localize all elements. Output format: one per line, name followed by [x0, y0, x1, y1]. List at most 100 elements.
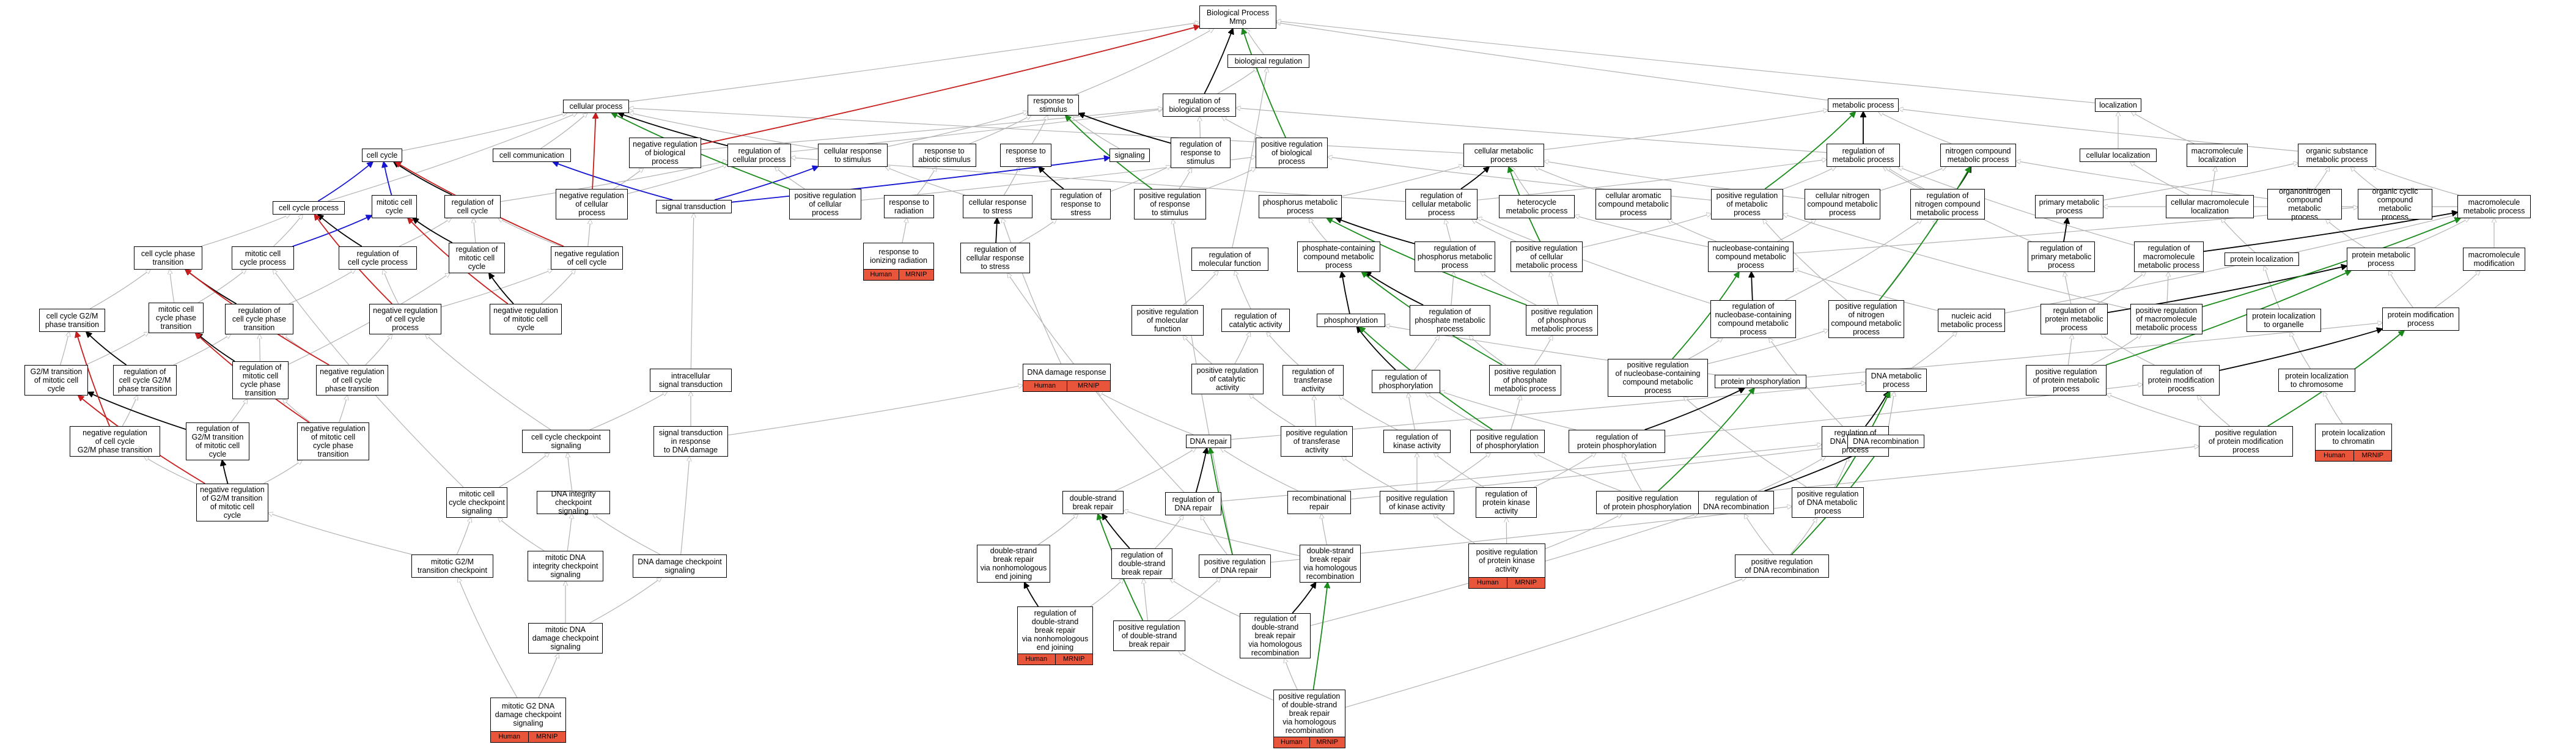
go-term-regulation-of-protein-modification-process[interactable]: regulation of protein modification proce… [2143, 365, 2220, 396]
go-term-protein-localization-to-organelle[interactable]: protein localization to organelle [2247, 309, 2321, 332]
go-term-regulation-of-nitrogen-compound-metabolic-process[interactable]: regulation of nitrogen compound metaboli… [1910, 189, 1985, 219]
go-term-regulation-of-catalytic-activity[interactable]: regulation of catalytic activity [1221, 309, 1290, 332]
go-term-neg-reg-of-cell-cycle-g2m-phase-transition[interactable]: negative regulation of cell cycle G2/M p… [70, 426, 160, 457]
go-term-mitotic-g2-dna-damage-checkpoint-signaling[interactable]: mitotic G2 DNA damage checkpoint signali… [490, 698, 566, 743]
go-term-regulation-of-kinase-activity[interactable]: regulation of kinase activity [1383, 430, 1451, 453]
go-term-protein-metabolic-process[interactable]: protein metabolic process [2347, 248, 2415, 271]
go-term-neg-reg-cell-cycle-phase-transition[interactable]: negative regulation of cell cycle phase … [316, 365, 388, 396]
go-term-regulation-of-g2m-transition-of-mitotic-cell-cycle[interactable]: regulation of G2/M transition of mitotic… [186, 422, 249, 460]
go-term-g2-transition-of-mitotic-cell-cycle[interactable]: G2/M transition of mitotic cell cycle [24, 365, 88, 396]
go-term-nucleic-acid-metabolic-process[interactable]: nucleic acid metabolic process [1938, 309, 2005, 332]
go-term-pos-reg-kinase-activity[interactable]: positive regulation of kinase activity [1380, 491, 1454, 514]
go-term-protein-modification-process[interactable]: protein modification process [2382, 308, 2459, 331]
go-term-pos-reg-dna-repair[interactable]: positive regulation of DNA repair [1199, 554, 1271, 578]
go-term-primary-metabolic-process[interactable]: primary metabolic process [2035, 195, 2103, 218]
go-term-pos-reg-dna-recombination[interactable]: positive regulation of DNA recombination [1735, 554, 1829, 578]
go-term-dsb-repair-via-hr[interactable]: double-strand break repair via homologou… [1300, 545, 1361, 583]
go-term-regulation-of-phosphorus-metabolic-process[interactable]: regulation of phosphorus metabolic proce… [1415, 241, 1495, 272]
go-term-cell-communication[interactable]: cell communication [493, 149, 571, 162]
go-term-regulation-of-cellular-process[interactable]: regulation of cellular process [727, 144, 791, 167]
go-term-regulation-of-double-strand-break-repair[interactable]: regulation of double-strand break repair [1111, 548, 1172, 579]
go-term-cell-cycle-phase-transition[interactable]: cell cycle phase transition [134, 246, 202, 270]
go-term-regulation-of-cell-cycle-g2m-phase-transition[interactable]: regulation of cell cycle G2/M phase tran… [113, 365, 177, 396]
go-term-organic-cyclic-compound-metabolic-process[interactable]: organic cyclic compound metabolic proces… [2358, 187, 2432, 221]
go-term-cellular-process[interactable]: cellular process [563, 100, 629, 113]
go-term-regulation-of-dna-repair[interactable]: regulation of DNA repair [1165, 492, 1221, 515]
go-term-cell-cycle-checkpoint-signaling[interactable]: cell cycle checkpoint signaling [522, 430, 610, 453]
go-term-neg-reg-cellular-process[interactable]: negative regulation of cellular process [556, 189, 628, 219]
go-term-regulation-of-cellular-response-to-stress[interactable]: regulation of cellular response to stres… [960, 243, 1030, 273]
go-term-mitotic-g2m-transition-checkpoint[interactable]: mitotic G2/M transition checkpoint [411, 554, 493, 578]
go-term-signaling[interactable]: signaling [1110, 149, 1150, 162]
go-term-dna-repair[interactable]: DNA repair [1186, 435, 1231, 448]
go-term-cellular-response-to-stress[interactable]: cellular response to stress [963, 195, 1032, 218]
go-term-pos-reg-response-to-stimulus[interactable]: positive regulation of response to stimu… [1134, 189, 1206, 219]
go-term-regulation-of-cell-cycle-phase-transition[interactable]: regulation of cell cycle phase transitio… [225, 304, 293, 334]
go-term-mitotic-cell-cycle[interactable]: mitotic cell cycle [372, 195, 417, 218]
go-term-regulation-of-cellular-metabolic-process[interactable]: regulation of cellular metabolic process [1405, 189, 1478, 219]
go-term-pos-reg-protein-metabolic-process[interactable]: positive regulation of protein metabolic… [2026, 365, 2107, 396]
go-term-pos-reg-biological-process[interactable]: positive regulation of biological proces… [1256, 138, 1328, 168]
go-term-protein-localization[interactable]: protein localization [2225, 252, 2299, 266]
go-term-pos-reg-cellular-metabolic-process[interactable]: positive regulation of cellular metaboli… [1511, 241, 1583, 272]
go-term-macromolecule-modification[interactable]: macromolecule modification [2463, 248, 2525, 271]
go-term-regulation-of-molecular-function[interactable]: regulation of molecular function [1191, 248, 1268, 271]
go-term-response-to-abiotic-stimulus[interactable]: response to abiotic stimulus [913, 144, 976, 167]
go-term-pos-reg-protein-kinase-activity[interactable]: positive regulation of protein kinase ac… [1468, 543, 1545, 589]
go-term-regulation-of-cell-cycle[interactable]: regulation of cell cycle [444, 195, 501, 218]
go-term-pos-reg-catalytic-activity[interactable]: positive regulation of catalytic activit… [1191, 364, 1264, 394]
go-term-mitotic-cell-cycle-process[interactable]: mitotic cell cycle process [232, 246, 294, 270]
go-term-nitrogen-compound-metabolic-process[interactable]: nitrogen compound metabolic process [1940, 144, 2016, 167]
go-term-recombinational-repair[interactable]: recombinational repair [1287, 491, 1351, 514]
go-term-regulation-of-phosphate-metabolic-process[interactable]: regulation of phosphate metabolic proces… [1410, 305, 1490, 336]
go-term-biological-process[interactable]: Biological Process Mmp [1199, 6, 1276, 29]
go-term-dsb-repair-via-nhej[interactable]: double-strand break repair via nonhomolo… [977, 545, 1050, 583]
go-term-dna-recombination[interactable]: DNA recombination [1847, 435, 1924, 448]
go-term-pos-reg-protein-phosphorylation[interactable]: positive regulation of protein phosphory… [1596, 491, 1699, 514]
go-term-neg-reg-mitotic-cell-cycle[interactable]: negative regulation of mitotic cell cycl… [490, 304, 562, 334]
go-term-regulation-of-dsb-repair-via-hr[interactable]: regulation of double-strand break repair… [1240, 613, 1311, 658]
go-term-regulation-of-mitotic-cell-cycle[interactable]: regulation of mitotic cell cycle [449, 243, 505, 273]
go-term-neg-reg-cell-cycle-process[interactable]: negative regulation of cell cycle proces… [369, 304, 441, 334]
go-term-cellular-metabolic-process[interactable]: cellular metabolic process [1463, 144, 1544, 167]
go-term-regulation-of-biological-process[interactable]: regulation of biological process [1163, 94, 1236, 117]
go-term-double-strand-break-repair[interactable]: double-strand break repair [1062, 491, 1124, 514]
go-term-regulation-of-primary-metabolic-process[interactable]: regulation of primary metabolic process [2028, 241, 2095, 272]
go-term-regulation-of-protein-kinase-activity[interactable]: regulation of protein kinase activity [1476, 487, 1537, 518]
go-term-cell-cycle-process[interactable]: cell cycle process [273, 201, 345, 215]
go-term-cellular-aromatic-compound-metabolic-process[interactable]: cellular aromatic compound metabolic pro… [1595, 189, 1671, 219]
go-term-signal-transduction[interactable]: signal transduction [656, 200, 732, 213]
go-term-response-to-stress[interactable]: response to stress [1000, 144, 1051, 167]
go-term-pos-reg-cellular-process[interactable]: positive regulation of cellular process [789, 189, 861, 219]
go-term-cellular-nitrogen-compound-metabolic-process[interactable]: cellular nitrogen compound metabolic pro… [1805, 189, 1880, 219]
go-term-regulation-of-nucleobase-containing-compound-metabolic-process[interactable]: regulation of nucleobase-containing comp… [1710, 300, 1796, 338]
go-term-cell-cycle[interactable]: cell cycle [362, 149, 402, 162]
go-term-macromolecule-metabolic-process[interactable]: macromolecule metabolic process [2457, 195, 2531, 218]
go-term-regulation-of-metabolic-process[interactable]: regulation of metabolic process [1827, 144, 1900, 167]
go-term-protein-localization-to-chromosome[interactable]: protein localization to chromosome [2278, 369, 2355, 392]
go-term-pos-reg-nucleobase-containing-compound-metabolic-process[interactable]: positive regulation of nucleobase-contai… [1608, 359, 1708, 397]
go-term-cellular-localization[interactable]: cellular localization [2080, 149, 2157, 162]
go-term-regulation-of-dna-recombination[interactable]: regulation of DNA recombination [1698, 491, 1774, 514]
go-term-dna-metabolic-process[interactable]: DNA metabolic process [1866, 369, 1927, 392]
go-term-pos-reg-phosphorylation[interactable]: positive regulation of phosphorylation [1470, 430, 1545, 453]
go-term-cellular-response-to-stimulus[interactable]: cellular response to stimulus [818, 144, 888, 167]
go-term-dna-damage-checkpoint-signaling[interactable]: DNA damage checkpoint signaling [633, 554, 727, 578]
go-term-pos-reg-protein-modification-process[interactable]: positive regulation of protein modificat… [2199, 426, 2293, 457]
go-term-macromolecule-localization[interactable]: macromolecule localization [2187, 144, 2248, 167]
go-term-heterocycle-metabolic-process[interactable]: heterocycle metabolic process [1499, 195, 1575, 218]
go-term-response-to-radiation[interactable]: response to radiation [884, 195, 934, 218]
go-term-phosphorylation[interactable]: phosphorylation [1317, 314, 1385, 327]
go-term-dna-integrity-checkpoint-signaling[interactable]: DNA integrity checkpoint signaling [537, 490, 610, 515]
go-term-nucleobase-containing-compound-metabolic-process[interactable]: nucleobase-containing compound metabolic… [1708, 241, 1794, 272]
go-term-regulation-of-protein-metabolic-process[interactable]: regulation of protein metabolic process [2041, 304, 2108, 334]
go-term-signal-transduction-in-response-to-dna-damage[interactable]: signal transduction in response to DNA d… [653, 426, 728, 457]
go-term-pos-reg-phosphate-metabolic-process[interactable]: positive regulation of phosphate metabol… [1489, 365, 1561, 396]
go-term-regulation-of-phosphorylation[interactable]: regulation of phosphorylation [1372, 370, 1440, 393]
go-term-regulation-of-response-to-stress[interactable]: regulation of response to stress [1051, 189, 1111, 219]
go-term-neg-reg-biological-process[interactable]: negative regulation of biological proces… [629, 138, 701, 168]
go-term-regulation-of-transferase-activity[interactable]: regulation of transferase activity [1282, 365, 1344, 396]
